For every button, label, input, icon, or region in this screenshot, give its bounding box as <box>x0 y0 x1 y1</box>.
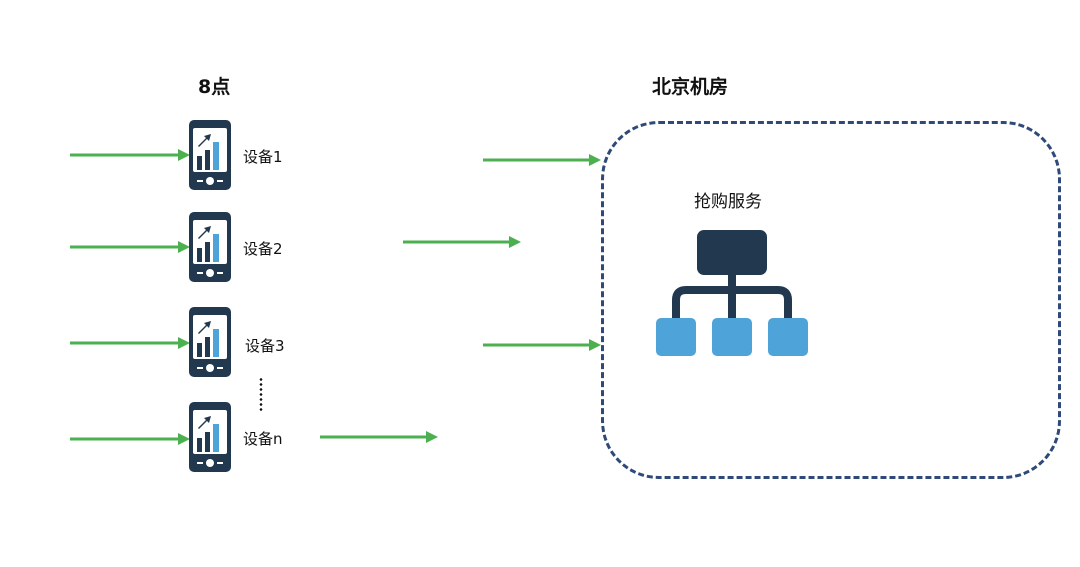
device-label-n: 设备n <box>243 430 283 448</box>
incoming-arrow-2 <box>70 241 190 253</box>
incoming-arrow-n <box>70 433 190 445</box>
smartphone-chart-icon <box>189 120 231 190</box>
datacenter-boundary <box>601 121 1061 479</box>
server-hierarchy-icon <box>656 230 808 356</box>
smartphone-chart-icon <box>189 307 231 377</box>
vertical-ellipsis <box>259 377 263 411</box>
right-title: 北京机房 <box>652 76 729 98</box>
incoming-arrow-3 <box>70 337 190 349</box>
device-label-1: 设备1 <box>243 148 283 166</box>
outgoing-arrow-n <box>320 431 438 443</box>
device-label-2: 设备2 <box>243 240 283 258</box>
outgoing-arrow-3 <box>483 339 601 351</box>
smartphone-chart-icon <box>189 402 231 472</box>
smartphone-chart-icon <box>189 212 231 282</box>
left-title: 8点 <box>198 76 231 98</box>
outgoing-arrow-2 <box>403 236 521 248</box>
device-label-3: 设备3 <box>245 337 285 355</box>
incoming-arrow-1 <box>70 149 190 161</box>
outgoing-arrow-1 <box>483 154 601 166</box>
service-label: 抢购服务 <box>694 192 762 212</box>
